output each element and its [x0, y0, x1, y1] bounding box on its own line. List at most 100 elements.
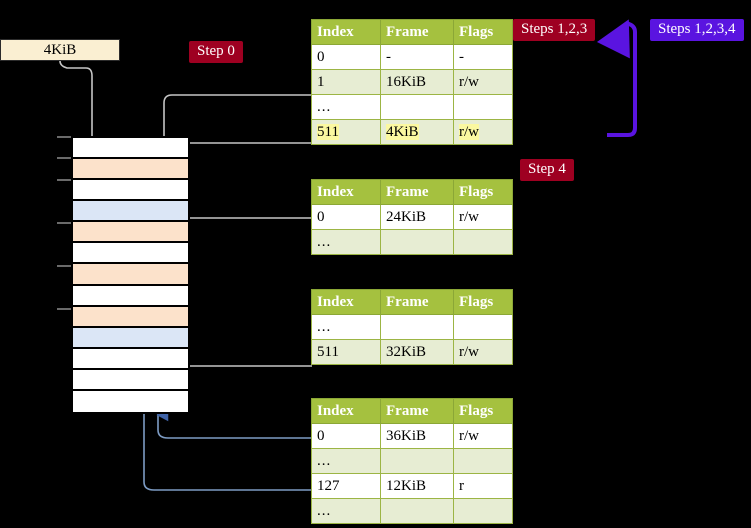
column-header-index: Index: [311, 19, 381, 45]
cell-frame: [380, 94, 454, 120]
cell-frame: 4KiB: [380, 119, 454, 145]
wire-pd-row511-to-memory: [165, 307, 312, 367]
cell-frame: 32KiB: [380, 339, 454, 365]
badge-step-0: Step 0: [189, 41, 243, 63]
cell-index: 0: [311, 204, 381, 230]
badge-steps-123: Steps 1,2,3: [513, 19, 596, 41]
cell-flags: -: [453, 44, 513, 70]
column-header-frame: Frame: [380, 398, 454, 424]
column-header-index: Index: [311, 179, 381, 205]
table-row: ...: [311, 498, 513, 524]
cell-frame: [380, 314, 454, 340]
wire-pdpt-row0-to-memory: [174, 217, 312, 251]
badge-steps-1234: Steps 1,2,3,4: [650, 19, 744, 41]
cell-index: ...: [311, 448, 381, 474]
table-row: 0--: [311, 44, 513, 70]
cell-frame: 16KiB: [380, 69, 454, 95]
frame-size-label: 4KiB: [0, 39, 120, 61]
memory-frame-row: [73, 285, 188, 307]
memory-tick: [57, 308, 71, 310]
cell-index: ...: [311, 229, 381, 255]
cell-index: 1: [311, 69, 381, 95]
cell-flags: [453, 448, 513, 474]
cell-flags: [453, 229, 513, 255]
badge-step-4: Step 4: [520, 159, 574, 181]
memory-frame-row: [73, 138, 188, 160]
column-header-frame: Frame: [380, 179, 454, 205]
memory-frame-row: [73, 306, 188, 328]
cell-index: 127: [311, 473, 381, 499]
table-row: ...: [311, 94, 513, 120]
cell-frame: [380, 498, 454, 524]
memory-tick: [57, 136, 71, 138]
memory-tick: [57, 222, 71, 224]
table-header-row: Index Frame Flags: [311, 398, 513, 424]
cell-index: 0: [311, 423, 381, 449]
memory-frame-row: [73, 180, 188, 202]
cell-index: ...: [311, 498, 381, 524]
cell-flags: [453, 498, 513, 524]
cell-frame: 24KiB: [380, 204, 454, 230]
cell-flags: r/w: [453, 119, 513, 145]
memory-tick: [57, 157, 71, 159]
cell-index: ...: [311, 314, 381, 340]
cell-frame: [380, 448, 454, 474]
physical-memory-column: [71, 136, 190, 414]
table-header-row: Index Frame Flags: [311, 289, 513, 315]
memory-frame-row: [73, 243, 188, 265]
memory-tick: [57, 265, 71, 267]
table-row: ...: [311, 314, 513, 340]
arrow-steps-1234-bracket: [596, 19, 637, 137]
cell-frame: -: [380, 44, 454, 70]
memory-frame-row: [73, 222, 188, 244]
memory-frame-row: [73, 201, 188, 223]
cell-index: ...: [311, 94, 381, 120]
memory-frame-row: [73, 348, 188, 370]
cell-flags: r/w: [453, 69, 513, 95]
cell-flags: r/w: [453, 339, 513, 365]
table-row: ...: [311, 448, 513, 474]
column-header-flags: Flags: [453, 19, 513, 45]
wire-pml4-row511-to-memory: [176, 142, 312, 159]
column-header-index: Index: [311, 398, 381, 424]
memory-frame-row: [73, 264, 188, 286]
column-header-flags: Flags: [453, 179, 513, 205]
table-row: ...: [311, 229, 513, 255]
memory-frame-row: [73, 369, 188, 391]
cell-flags: [453, 94, 513, 120]
table-header-row: Index Frame Flags: [311, 179, 513, 205]
cell-index: 511: [311, 119, 381, 145]
cell-frame: 36KiB: [380, 423, 454, 449]
memory-frame-row: [73, 159, 188, 181]
column-header-flags: Flags: [453, 289, 513, 315]
memory-tick: [57, 179, 71, 181]
memory-frame-row: [73, 390, 188, 412]
column-header-index: Index: [311, 289, 381, 315]
table-header-row: Index Frame Flags: [311, 19, 513, 45]
column-header-frame: Frame: [380, 19, 454, 45]
cell-flags: r/w: [453, 204, 513, 230]
cell-flags: r: [453, 473, 513, 499]
cell-index: 511: [311, 339, 381, 365]
cell-frame: [380, 229, 454, 255]
cell-flags: [453, 314, 513, 340]
column-header-frame: Frame: [380, 289, 454, 315]
